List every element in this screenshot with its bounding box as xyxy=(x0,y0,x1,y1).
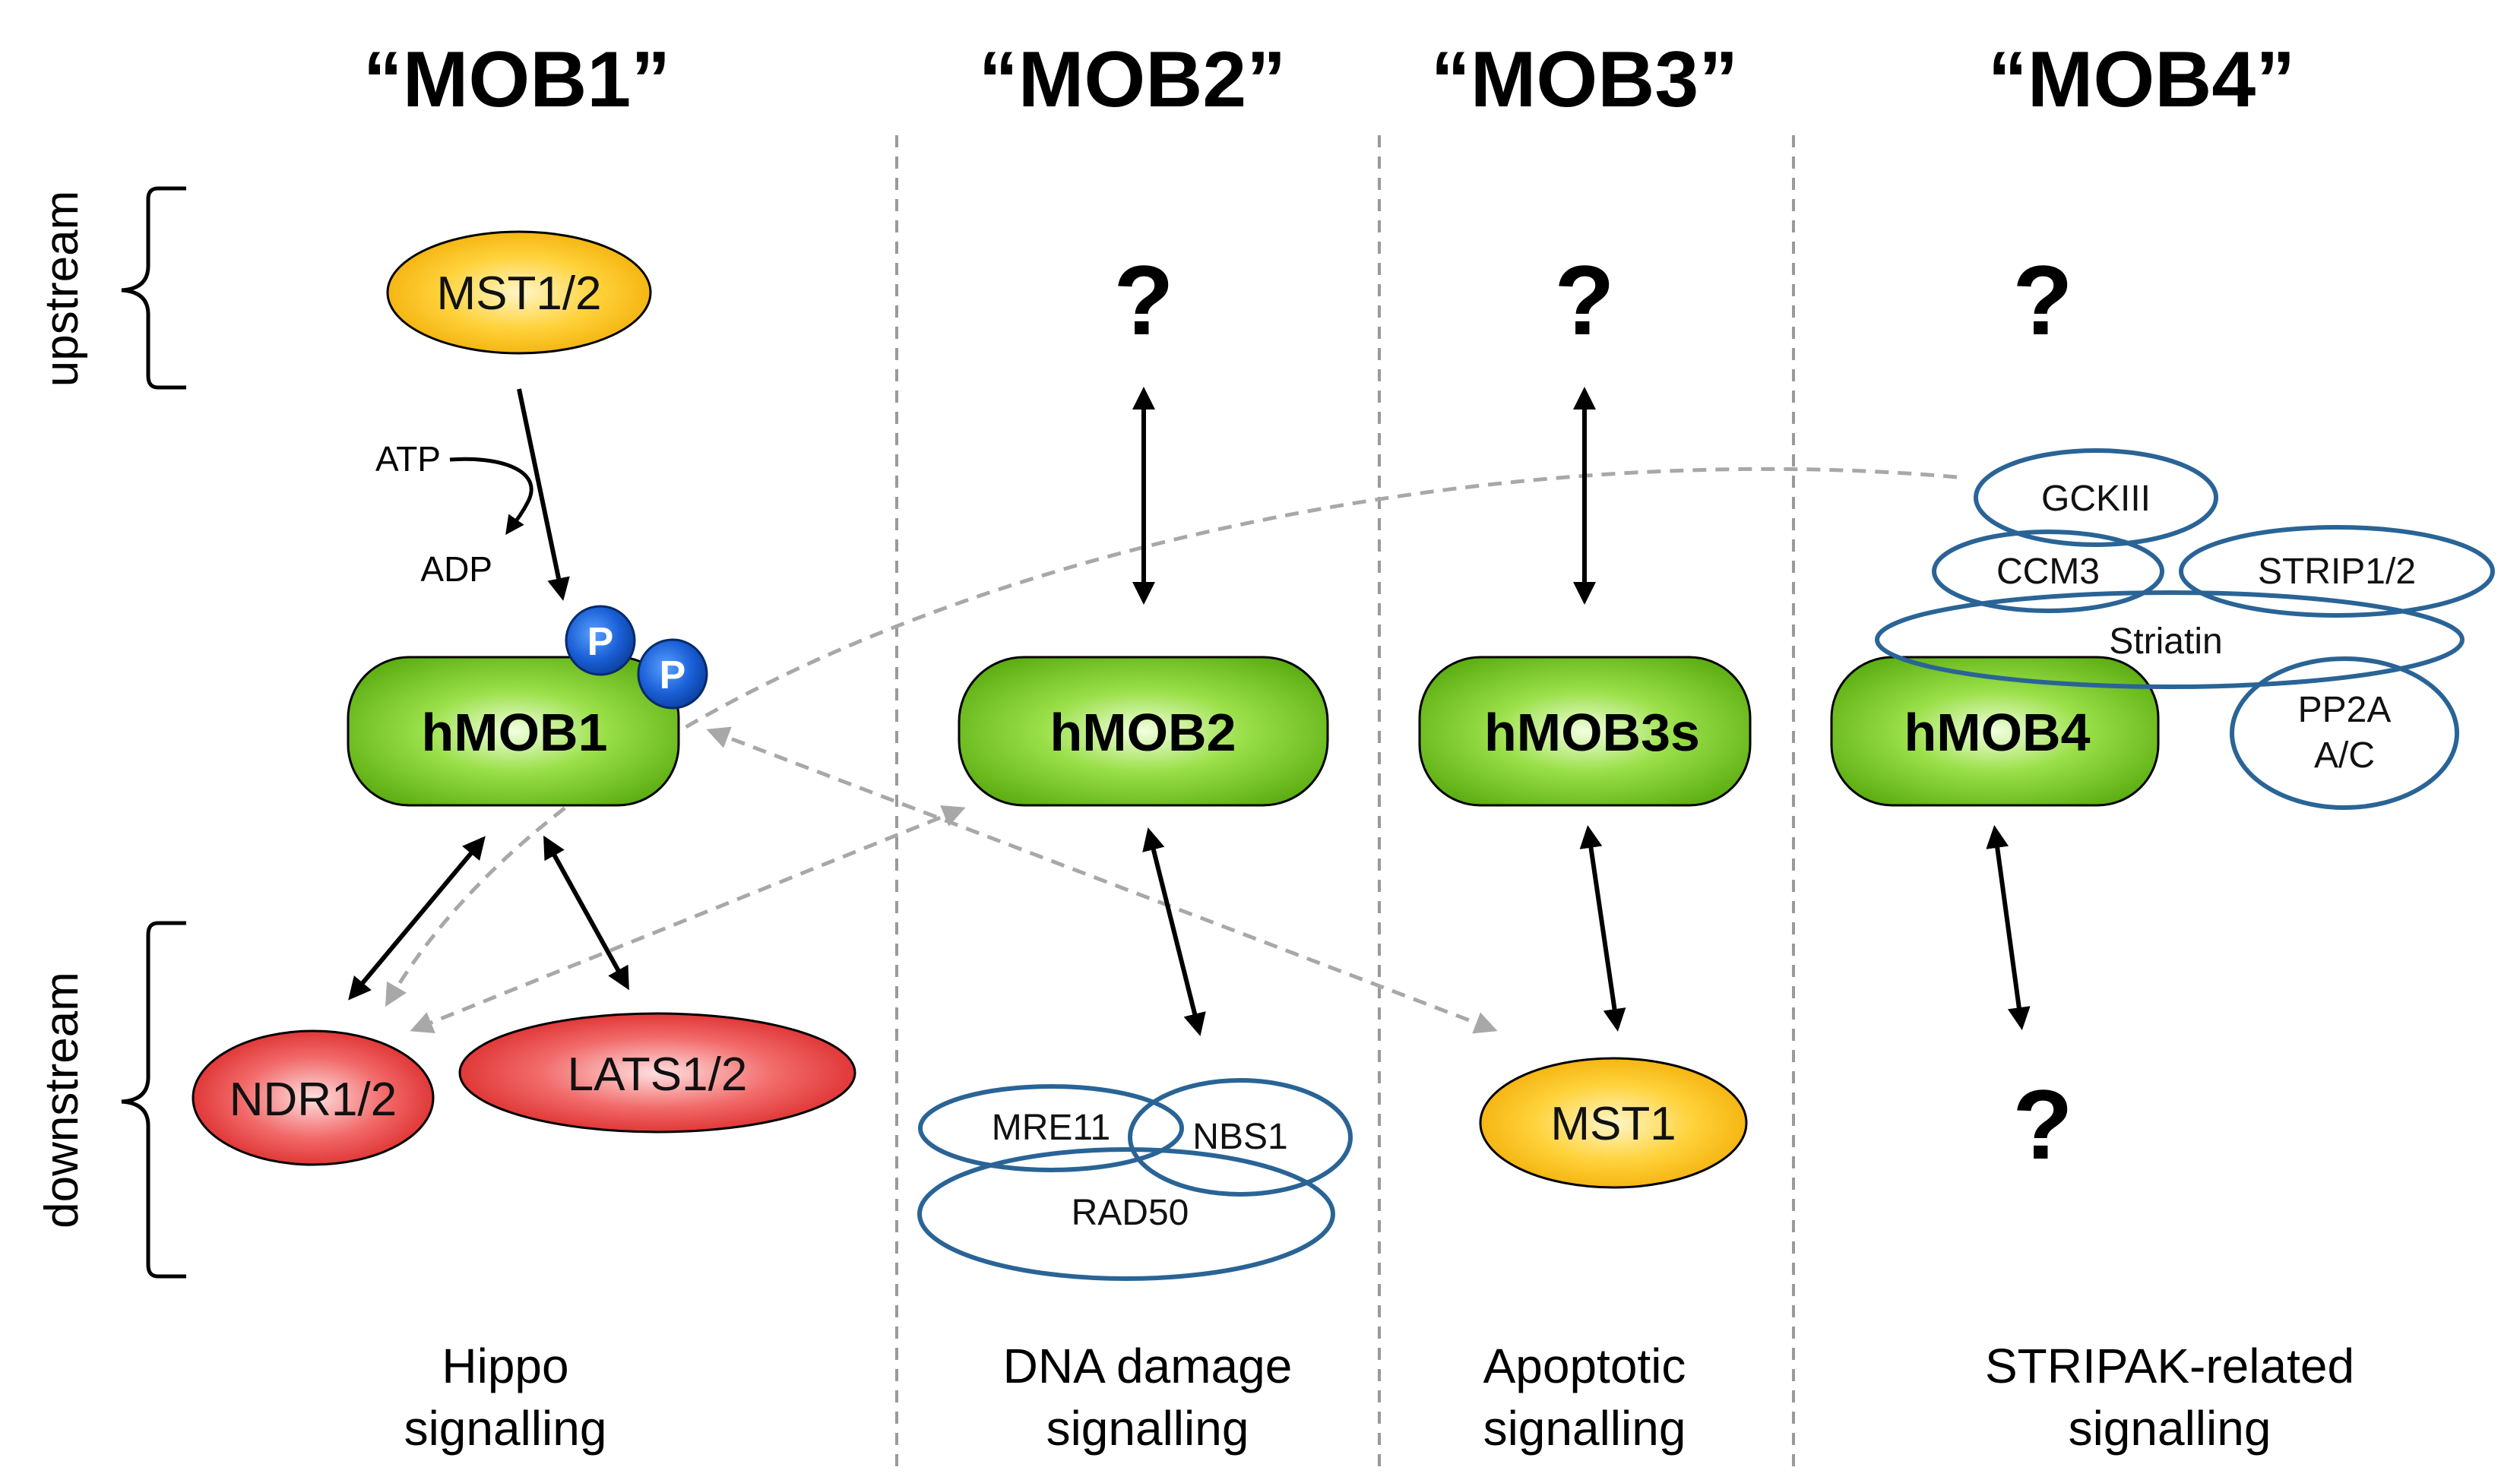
pp2a-label: PP2A xyxy=(2298,690,2392,730)
phosphorylation-arrow xyxy=(517,388,570,601)
hmob3s-label: hMOB3s xyxy=(1484,703,1700,762)
mst1-label: MST1 xyxy=(1550,1098,1676,1150)
mob4-column: ? hMOB4 GCKIII CCM3 STRIP1/2 Striatin PP… xyxy=(1830,245,2495,1180)
ccm3-node xyxy=(1932,530,2164,613)
phospho-label-2: P xyxy=(660,653,686,697)
pp2a-node xyxy=(2230,656,2459,810)
atp-label: ATP xyxy=(375,439,441,479)
strip12-label: STRIP1/2 xyxy=(2258,552,2416,592)
hmob3s-node xyxy=(1418,656,1752,807)
phospho-icon-2 xyxy=(637,638,708,710)
mob1-lats-double-arrow xyxy=(543,835,629,991)
strip12-node xyxy=(2179,525,2495,618)
footer-mob2-line2: signalling xyxy=(1046,1401,1249,1456)
mst1-to-mob1-dashed-arrow xyxy=(706,726,1498,1034)
column-title-mob3: “MOB3” xyxy=(1431,36,1738,124)
lats12-node xyxy=(458,1012,856,1134)
crosstalk-arrows xyxy=(385,466,1958,1034)
footer-mob3-line2: signalling xyxy=(1483,1401,1686,1456)
mst1-node xyxy=(1479,1057,1748,1189)
rad50-label: RAD50 xyxy=(1072,1193,1189,1233)
footer-mob1-line2: signalling xyxy=(404,1401,607,1456)
striatin-label: Striatin xyxy=(2109,621,2222,662)
downstream-label: downstream xyxy=(36,972,88,1228)
downstream-brace xyxy=(121,921,186,1279)
mre11-node xyxy=(918,1084,1184,1172)
column-title-mob2: “MOB2” xyxy=(979,36,1286,124)
hmob2-label: hMOB2 xyxy=(1050,703,1236,762)
mre11-label: MRE11 xyxy=(992,1108,1111,1148)
ndr12-node xyxy=(192,1029,435,1166)
rad50-node xyxy=(917,1147,1335,1281)
mob1-column: MST1/2 ATP ADP hMOB1 P P NDR1/2 LATS1/2 xyxy=(192,230,856,1166)
mob4-downstream-question-icon: ? xyxy=(2012,1069,2072,1180)
footer-mob1-line1: Hippo xyxy=(442,1339,568,1393)
mob4-downstream-double-arrow xyxy=(1986,825,2031,1030)
mob3-downstream-double-arrow xyxy=(1579,825,1626,1032)
ccm3-label: CCM3 xyxy=(1996,552,2100,592)
pp2a-ac-label: A/C xyxy=(2314,735,2375,776)
phospho-label-1: P xyxy=(587,620,614,664)
gckiii-label: GCKIII xyxy=(2041,479,2151,519)
upstream-brace xyxy=(121,186,186,390)
hmob1-label: hMOB1 xyxy=(422,703,608,762)
hmob4-label: hMOB4 xyxy=(1904,703,2091,762)
hmob4-node xyxy=(1830,656,2160,807)
mob3-column: ? hMOB3s MST1 xyxy=(1418,245,1752,1189)
footer-mob4-line1: STRIPAK-related xyxy=(1985,1339,2354,1393)
nbs1-label: NBS1 xyxy=(1192,1117,1287,1157)
mst12-label: MST1/2 xyxy=(436,267,601,320)
mob3-upstream-question-icon: ? xyxy=(1554,245,1614,356)
adp-label: ADP xyxy=(420,549,492,589)
mob2-upstream-question-icon: ? xyxy=(1113,245,1173,356)
column-title-mob1: “MOB1” xyxy=(363,36,670,124)
footer-mob4-line2: signalling xyxy=(2069,1401,2271,1456)
mob4-upstream-question-icon: ? xyxy=(2012,245,2072,356)
hmob2-node xyxy=(958,656,1329,807)
ndr12-label: NDR1/2 xyxy=(230,1074,397,1126)
mob2-downstream-double-arrow xyxy=(1142,827,1206,1036)
upstream-label: upstream xyxy=(36,191,88,387)
footer-mob2-line1: DNA damage xyxy=(1003,1339,1293,1393)
lats12-label: LATS1/2 xyxy=(568,1048,748,1101)
mob1-ndr-double-arrow xyxy=(348,836,486,1001)
gckiii-node xyxy=(1974,448,2218,547)
phospho-icon-1 xyxy=(565,605,636,676)
mst12-node xyxy=(386,230,652,355)
mob2-to-downstream-dashed-arrow xyxy=(410,805,966,1033)
hmob1-node xyxy=(347,656,680,807)
mob2-column: ? hMOB2 MRE11 NBS1 RAD50 xyxy=(917,245,1353,1281)
nbs1-node xyxy=(1128,1078,1353,1197)
column-title-mob4: “MOB4” xyxy=(1988,36,2295,124)
footer-mob3-line1: Apoptotic xyxy=(1483,1339,1686,1393)
striatin-node xyxy=(1875,590,2465,689)
atp-adp-arrow xyxy=(449,457,533,536)
